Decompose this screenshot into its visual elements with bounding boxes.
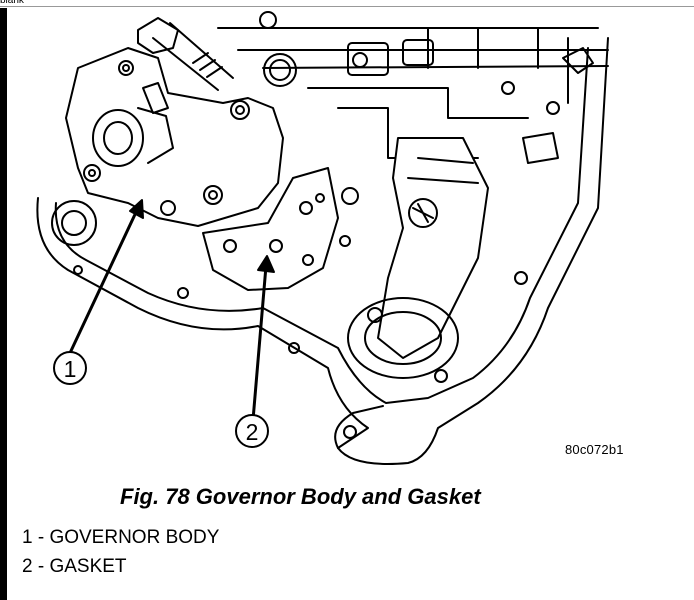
leader-1 [68,206,140,355]
legend-item: 2 - GASKET [22,556,127,577]
legend-item: 1 - GOVERNOR BODY [22,527,220,548]
callout-1-circle [53,351,87,385]
governor-body [65,47,284,227]
figure-caption: Fig. 78 Governor Body and Gasket [120,484,481,509]
leader-2 [251,264,268,422]
tab-label: blank [0,0,24,6]
legend-list: 1 - GOVERNOR BODY 2 - GASKET [22,523,219,581]
top-divider [0,6,694,7]
gasket [202,167,339,291]
left-border-bar [0,8,7,600]
bolt [152,22,234,91]
bracket [377,137,489,359]
case-inner-edge [54,47,589,404]
callout-2-circle [235,414,269,448]
case-outline [36,37,609,465]
callout-1: 1 [64,356,77,382]
figure-code: 80c072b1 [565,442,624,457]
callout-2: 2 [246,419,259,445]
governor-body-illustration: 1 2 [36,11,609,465]
